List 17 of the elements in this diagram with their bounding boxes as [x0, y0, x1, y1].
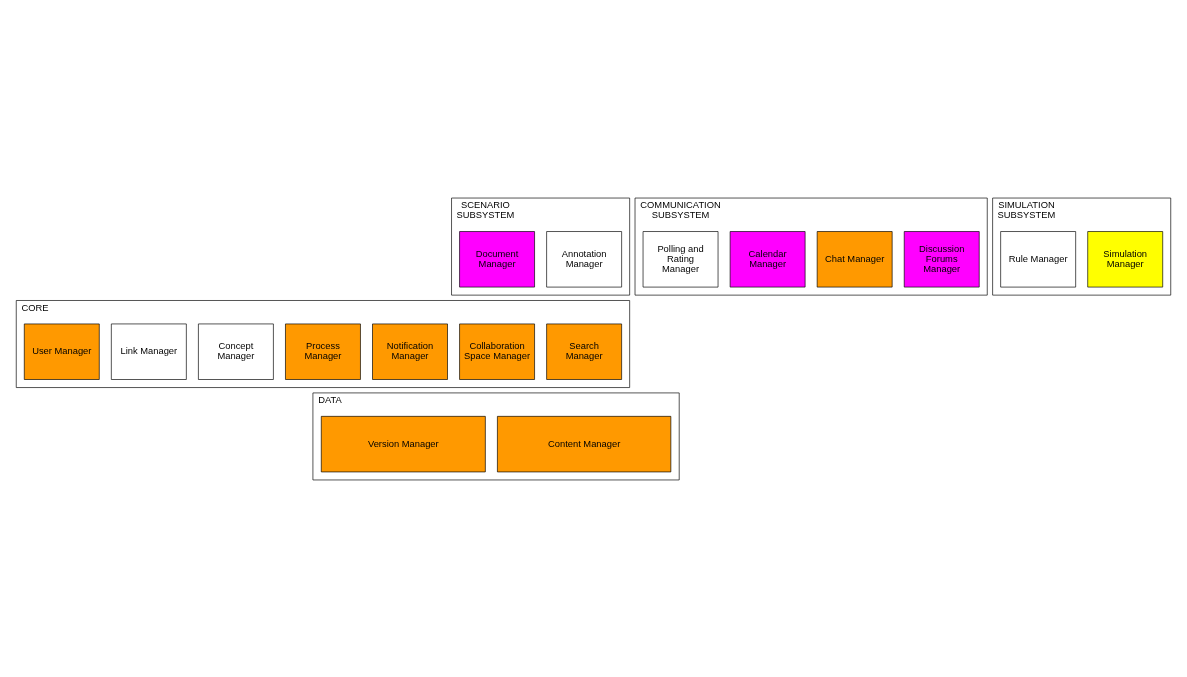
node-box: Process Manager — [285, 323, 361, 380]
node-box: Collaboration Space Manager — [459, 323, 535, 380]
node-box: Polling and Rating Manager — [642, 230, 719, 287]
node-box: User Manager — [23, 323, 100, 380]
node-box: Notification Manager — [372, 323, 448, 380]
node-box: Discussion Forums Manager — [903, 230, 980, 287]
node-box: Annotation Manager — [546, 230, 622, 287]
node-box: Link Manager — [111, 323, 187, 380]
node-box: Simulation Manager — [1087, 230, 1164, 287]
node-box: Calendar Manager — [729, 230, 806, 287]
node-box: Document Manager — [459, 230, 535, 287]
node-box: Concept Manager — [198, 323, 274, 380]
node-box: Chat Manager — [816, 230, 893, 287]
node-box: Search Manager — [546, 323, 622, 380]
node-box: Rule Manager — [1000, 230, 1076, 287]
node-box: Version Manager — [320, 415, 486, 472]
node-box: Content Manager — [497, 415, 672, 472]
